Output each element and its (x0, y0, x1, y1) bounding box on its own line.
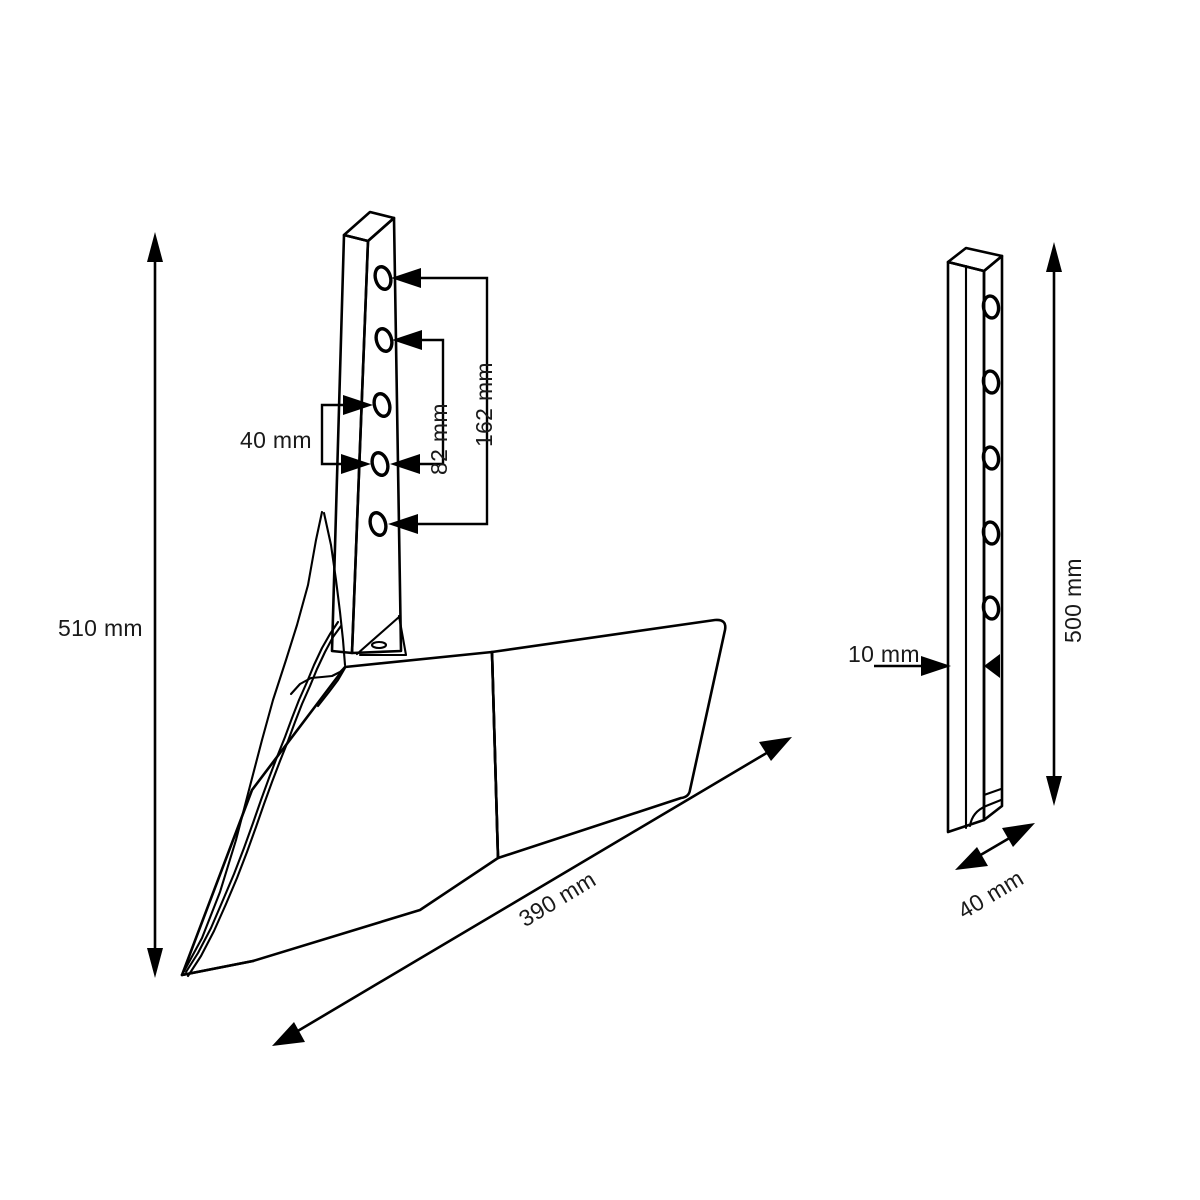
dim-82mm (390, 330, 445, 474)
arrowhead-82-top (392, 330, 422, 350)
arrowhead-40w-right (1002, 823, 1035, 847)
bar-hole-2 (981, 369, 1001, 395)
arrowhead-40-bot (341, 454, 371, 474)
dim-510mm (147, 232, 163, 978)
dim-162mm (388, 268, 489, 534)
arrowhead-82-bot (390, 454, 420, 474)
arrowhead-up (147, 232, 163, 262)
arrowhead-40-top (343, 395, 373, 415)
arrowhead-down (147, 948, 163, 978)
shank-hole-5 (368, 511, 388, 537)
shank-hole-3 (372, 392, 392, 418)
dim-label-10mm: 10 mm (848, 641, 920, 667)
mounting-bar-body (946, 246, 1004, 834)
gusset-hole (370, 640, 388, 650)
mouldboard-plate (490, 618, 727, 860)
dim-label-500mm: 500 mm (1060, 558, 1086, 643)
arrowhead-sw (272, 1022, 305, 1046)
arrowhead-ne (759, 737, 792, 761)
shank-hole-4 (370, 451, 390, 477)
arrowhead-10-right (921, 656, 951, 676)
arrowhead-40w-left (955, 847, 988, 870)
arrowhead-162-bot (388, 514, 418, 534)
shank-hole-2 (374, 327, 394, 353)
shank-hole-group (368, 265, 394, 537)
arrowhead-10-left (984, 654, 1000, 678)
mounting-bar-hole-group (981, 294, 1001, 621)
bar-hole-1 (981, 294, 1001, 320)
dim-500mm (1046, 242, 1062, 806)
dim-40mm-pitch (320, 395, 373, 474)
arrowhead-162-top (391, 268, 421, 288)
bar-hole-3 (981, 445, 1001, 471)
shank-hole-1 (373, 265, 393, 291)
dim-40mm-width (955, 823, 1035, 870)
share-rib (180, 510, 347, 978)
dim-10mm (874, 654, 1000, 678)
dim-label-82mm: 82 mm (426, 403, 452, 475)
shank-body (330, 210, 403, 655)
bar-hole-5 (981, 595, 1001, 621)
dim-label-40mm-pitch: 40 mm (240, 427, 312, 453)
bar-hole-4 (981, 520, 1001, 546)
dim-label-510mm: 510 mm (58, 615, 143, 641)
dim-label-162mm: 162 mm (471, 362, 497, 447)
shank-gusset (355, 614, 408, 657)
arrowhead-500-up (1046, 242, 1062, 272)
arrowhead-500-down (1046, 776, 1062, 806)
plough-share (180, 650, 500, 977)
dim-390mm (272, 737, 792, 1046)
